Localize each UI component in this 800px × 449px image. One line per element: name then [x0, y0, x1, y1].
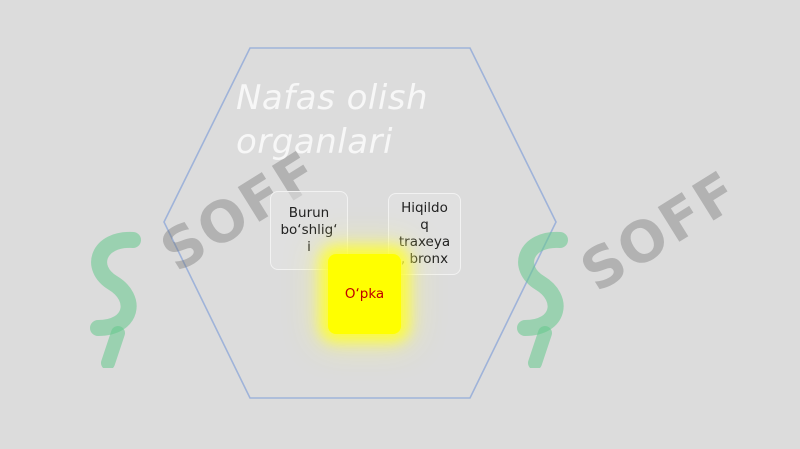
- title-line-2: organlari: [236, 122, 393, 162]
- watermark-logo-icon: [517, 231, 568, 368]
- watermark-logo-icon: [90, 231, 141, 368]
- title-line-1: Nafas olish: [236, 78, 429, 118]
- hexagon-outline: [163, 47, 557, 399]
- diagram-title: Nafas olish organlari: [236, 76, 496, 164]
- node-opka-highlighted: O‘pka: [328, 254, 401, 334]
